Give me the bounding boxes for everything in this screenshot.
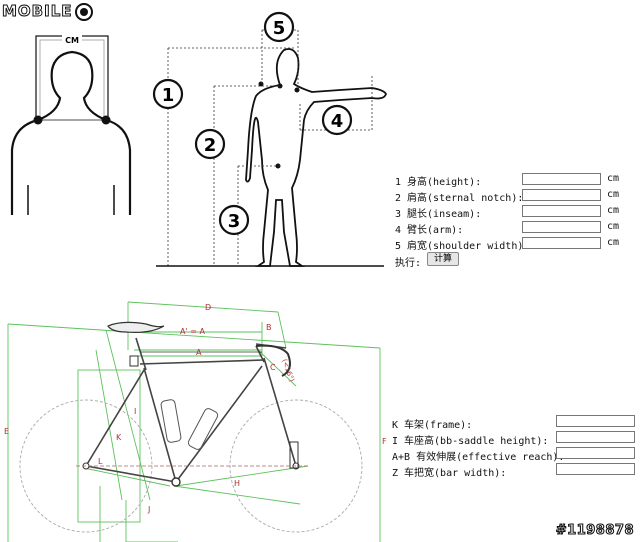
- logo-text: MOBILE: [2, 2, 73, 21]
- svg-text:1: 1: [162, 85, 175, 106]
- bike-geometry-diagram: D B A' = A A C K L H J E F I (<16°): [4, 301, 387, 542]
- marker-1: 1: [152, 78, 184, 110]
- body-measurement-diagram: CM 1 2 3 4: [10, 11, 387, 267]
- svg-text:3: 3: [228, 211, 241, 232]
- shoulder-width-unit: cm: [607, 237, 620, 248]
- bar-width-input[interactable]: [556, 463, 635, 475]
- site-logo: MOBILE: [2, 2, 93, 21]
- dim-label-e: E: [4, 427, 9, 436]
- height-unit: cm: [607, 173, 620, 184]
- bike-frame: [85, 337, 297, 483]
- dim-label-c: C: [270, 363, 276, 372]
- dim-label-b: B: [266, 323, 272, 332]
- calculate-button[interactable]: 计算: [427, 252, 459, 266]
- watermark: #1198878: [555, 522, 634, 538]
- saddle-height-label: I 车座高(bb-saddle height):: [392, 436, 549, 447]
- dim-label-j: J: [147, 505, 150, 514]
- height-input[interactable]: [522, 173, 601, 185]
- marker-5: 5: [263, 11, 295, 43]
- frame-label: K 车架(frame):: [392, 420, 473, 431]
- dim-label-a: A: [196, 348, 202, 357]
- marker-3: 3: [218, 204, 250, 236]
- sternal-notch-input[interactable]: [522, 189, 601, 201]
- arm-label: 4 臂长(arm):: [395, 225, 464, 236]
- svg-text:2: 2: [204, 135, 217, 156]
- standing-figure: [245, 48, 387, 267]
- arm-unit: cm: [607, 221, 620, 232]
- height-label: 1 身高(height):: [395, 177, 482, 188]
- frame-input[interactable]: [556, 415, 635, 427]
- bar-width-label: Z 车把宽(bar width):: [392, 468, 507, 479]
- logo-eye-icon: [74, 2, 93, 21]
- svg-text:4: 4: [331, 111, 344, 132]
- dim-label-h: H: [234, 479, 240, 488]
- dim-label-k: K: [116, 433, 122, 442]
- execute-label: 执行:: [395, 258, 422, 269]
- saddle-height-input[interactable]: [556, 431, 635, 443]
- sternal-notch-unit: cm: [607, 189, 620, 200]
- inseam-unit: cm: [607, 205, 620, 216]
- effective-reach-input[interactable]: [556, 447, 635, 459]
- inseam-input[interactable]: [522, 205, 601, 217]
- bust-figure: CM: [10, 34, 132, 215]
- marker-2: 2: [194, 128, 226, 160]
- dim-label-a-prime: A' = A: [180, 327, 205, 336]
- marker-4: 4: [321, 104, 353, 136]
- dim-label-d: D: [205, 303, 211, 312]
- arm-input[interactable]: [522, 221, 601, 233]
- svg-text:5: 5: [273, 18, 286, 39]
- width-label: CM: [65, 36, 79, 45]
- angle-label: (<16°): [280, 358, 296, 383]
- inseam-label: 3 腿长(inseam):: [395, 209, 482, 220]
- shoulder-point-right: [101, 115, 111, 125]
- shoulder-width-label: 5 肩宽(shoulder width):: [395, 241, 530, 252]
- dim-label-i: I: [134, 407, 136, 416]
- sternal-notch-label: 2 肩高(sternal notch):: [395, 193, 524, 204]
- shoulder-width-input[interactable]: [522, 237, 601, 249]
- effective-reach-label: A+B 有效伸展(effective reach):: [392, 452, 565, 463]
- dim-label-f: F: [382, 437, 387, 446]
- shoulder-point-left: [33, 115, 43, 125]
- dim-label-l: L: [98, 457, 103, 466]
